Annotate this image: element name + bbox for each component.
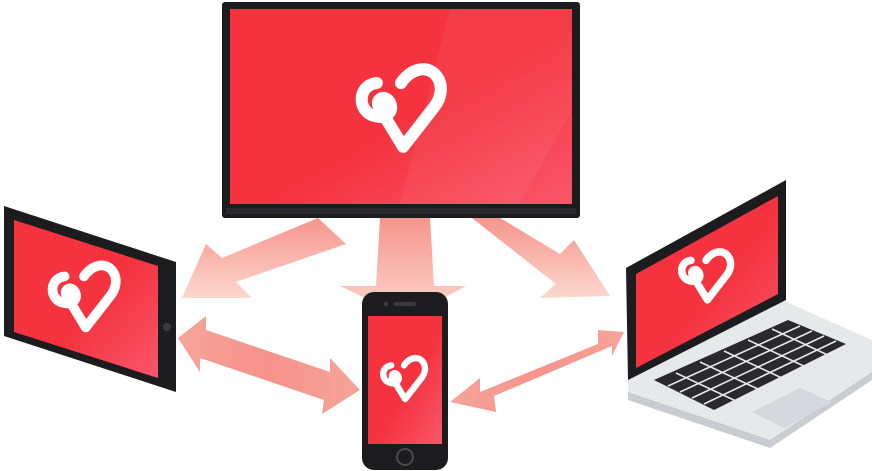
- phone-home-button: [396, 448, 414, 466]
- arrow-phone-laptop: [450, 330, 624, 412]
- laptop-base-edge: [628, 372, 872, 448]
- arrow-tv-to-laptop: [472, 218, 610, 298]
- tv-screen: [230, 9, 572, 204]
- tv-device: [222, 2, 580, 218]
- phone-camera: [383, 301, 389, 307]
- phone-speaker: [394, 302, 416, 306]
- laptop-screen: [636, 196, 778, 368]
- tv-stand-bar: [226, 208, 576, 214]
- laptop-device: [626, 180, 872, 448]
- arrow-tv-to-tablet: [182, 218, 346, 298]
- sync-arrows: [178, 218, 624, 414]
- laptop-keyboard: [654, 320, 846, 410]
- tablet-device: [4, 206, 176, 392]
- arrow-tablet-phone: [178, 316, 360, 414]
- keyboard-key-lines: [667, 325, 837, 405]
- tv-screen-glare: [400, 9, 572, 204]
- tablet-screen: [14, 220, 158, 378]
- tablet-home-button: [163, 323, 171, 331]
- phone-screen: [368, 316, 442, 444]
- laptop-touchpad: [752, 388, 832, 428]
- phone-device: [362, 292, 448, 470]
